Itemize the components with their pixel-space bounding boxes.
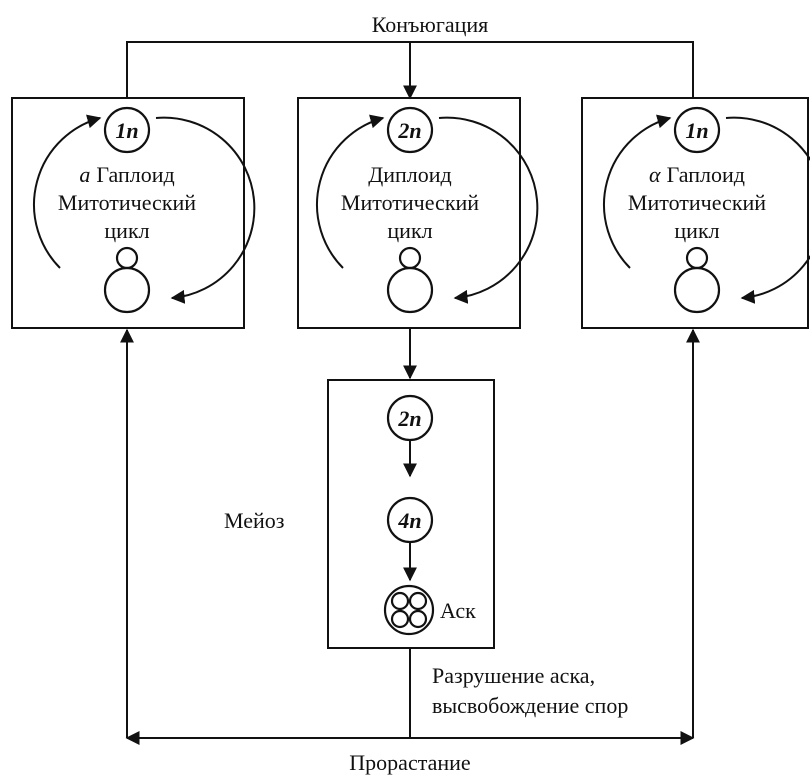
spore-icon xyxy=(390,591,410,611)
meiosis-label: Мейоз xyxy=(224,508,285,533)
left-bud-icon xyxy=(115,246,139,270)
right-mother-cell-icon xyxy=(673,266,721,314)
ascus-label: Аск xyxy=(440,598,476,623)
left-cycle-arrow-up xyxy=(33,114,102,269)
center-ploidy-label: 2n xyxy=(397,118,421,143)
left-cycle-line2: цикл xyxy=(104,218,149,243)
ascus-breakdown-line1: Разрушение аска, xyxy=(432,663,595,688)
right-cycle-arrow-down xyxy=(725,116,810,304)
ascus-icon xyxy=(383,584,435,636)
right-cycle-arrow-up xyxy=(603,114,672,269)
right-type-word: Гаплоид xyxy=(667,162,745,187)
left-ploidy-circle xyxy=(103,106,151,154)
left-mating-type: a xyxy=(79,162,90,187)
spore-icon xyxy=(408,591,428,611)
center-ploidy-circle xyxy=(386,106,434,154)
right-cycle-line1: Митотический xyxy=(628,190,766,215)
center-cycle-arrow-down xyxy=(438,116,539,304)
right-ploidy-circle xyxy=(673,106,721,154)
left-cycle-arrow-down xyxy=(155,116,256,304)
center-cycle-line2: цикл xyxy=(387,218,432,243)
right-cycle-line2: цикл xyxy=(674,218,719,243)
right-box-frame xyxy=(581,97,809,329)
spore-icon xyxy=(390,609,410,629)
left-ploidy-label: 1n xyxy=(115,118,138,143)
ascus-outer-circle xyxy=(383,584,435,636)
center-bud-icon xyxy=(398,246,422,270)
conjugation-label: Конъюгация xyxy=(372,12,489,37)
left-mother-cell-icon xyxy=(103,266,151,314)
meiosis-4n-label: 4n xyxy=(397,508,421,533)
right-mating-type: α xyxy=(649,162,661,187)
left-cycle-line1: Митотический xyxy=(58,190,196,215)
meiosis-box: 2n 4n Аск xyxy=(327,379,495,649)
ascus-breakdown-line2: высвобождение спор xyxy=(432,693,628,718)
center-cycle-arrow-up xyxy=(316,114,385,269)
center-type-word: Диплоид xyxy=(368,162,452,187)
left-type-word: Гаплоид xyxy=(96,162,174,187)
right-bud-icon xyxy=(685,246,709,270)
meiosis-2n-label: 2n xyxy=(397,406,421,431)
spore-icon xyxy=(408,609,428,629)
right-ploidy-label: 1n xyxy=(685,118,708,143)
center-diploid-box: 2n Диплоид Митотический цикл xyxy=(297,97,539,329)
center-cycle-line1: Митотический xyxy=(341,190,479,215)
germination-label: Прорастание xyxy=(349,750,470,775)
left-box-frame xyxy=(11,97,245,329)
center-mother-cell-icon xyxy=(386,266,434,314)
